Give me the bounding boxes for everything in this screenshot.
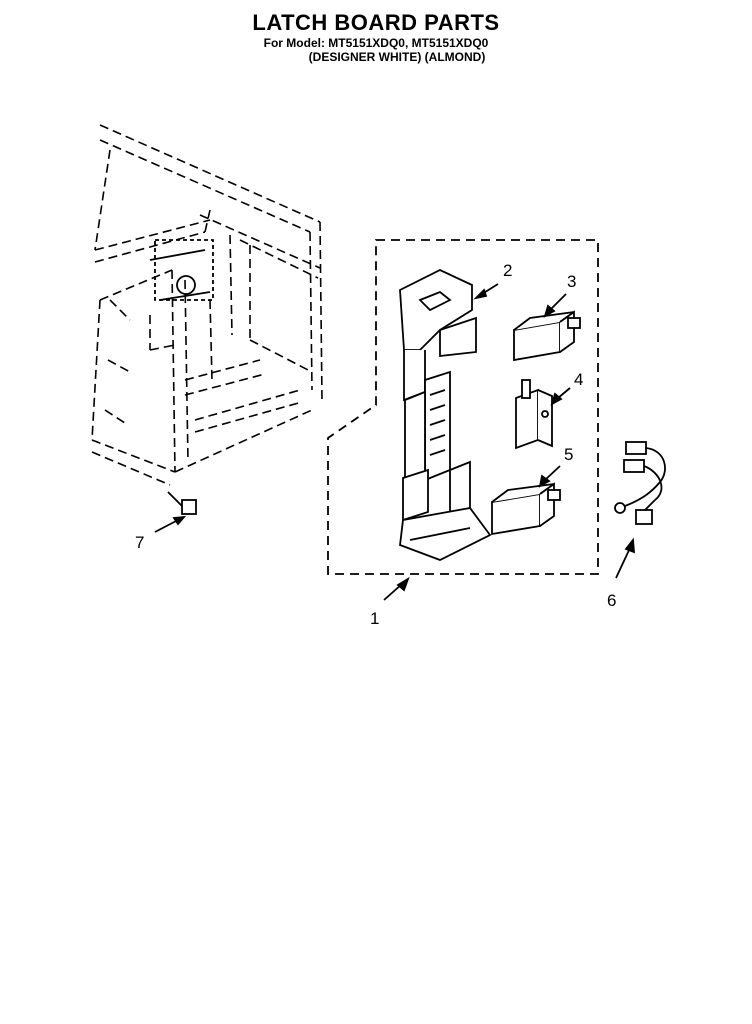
finish-line: (DESIGNER WHITE) (ALMOND) [308,50,486,64]
microwave-cavity-outline [91,124,323,486]
switch-5 [491,482,561,536]
callout-7: 7 [135,533,144,552]
page-title: LATCH BOARD PARTS [252,10,500,35]
switch-4 [515,379,553,450]
assembly-group-box [327,239,599,575]
latch-board [399,269,492,561]
wire-harness-6 [614,441,666,525]
callout-4: 4 [574,370,583,389]
callout-1: 1 [370,609,379,628]
diagram-header: LATCH BOARD PARTS For Model: MT5151XDQ0,… [0,10,752,64]
callout-2: 2 [503,261,512,280]
leader-lines [154,283,636,601]
callout-3: 3 [567,272,576,291]
switch-3 [513,310,581,362]
callout-6: 6 [607,591,616,610]
callout-5: 5 [564,445,573,464]
model-line: For Model: MT5151XDQ0, MT5151XDQ0 [263,36,489,50]
latch-mount-bracket [149,239,214,301]
screw-7 [167,491,197,515]
